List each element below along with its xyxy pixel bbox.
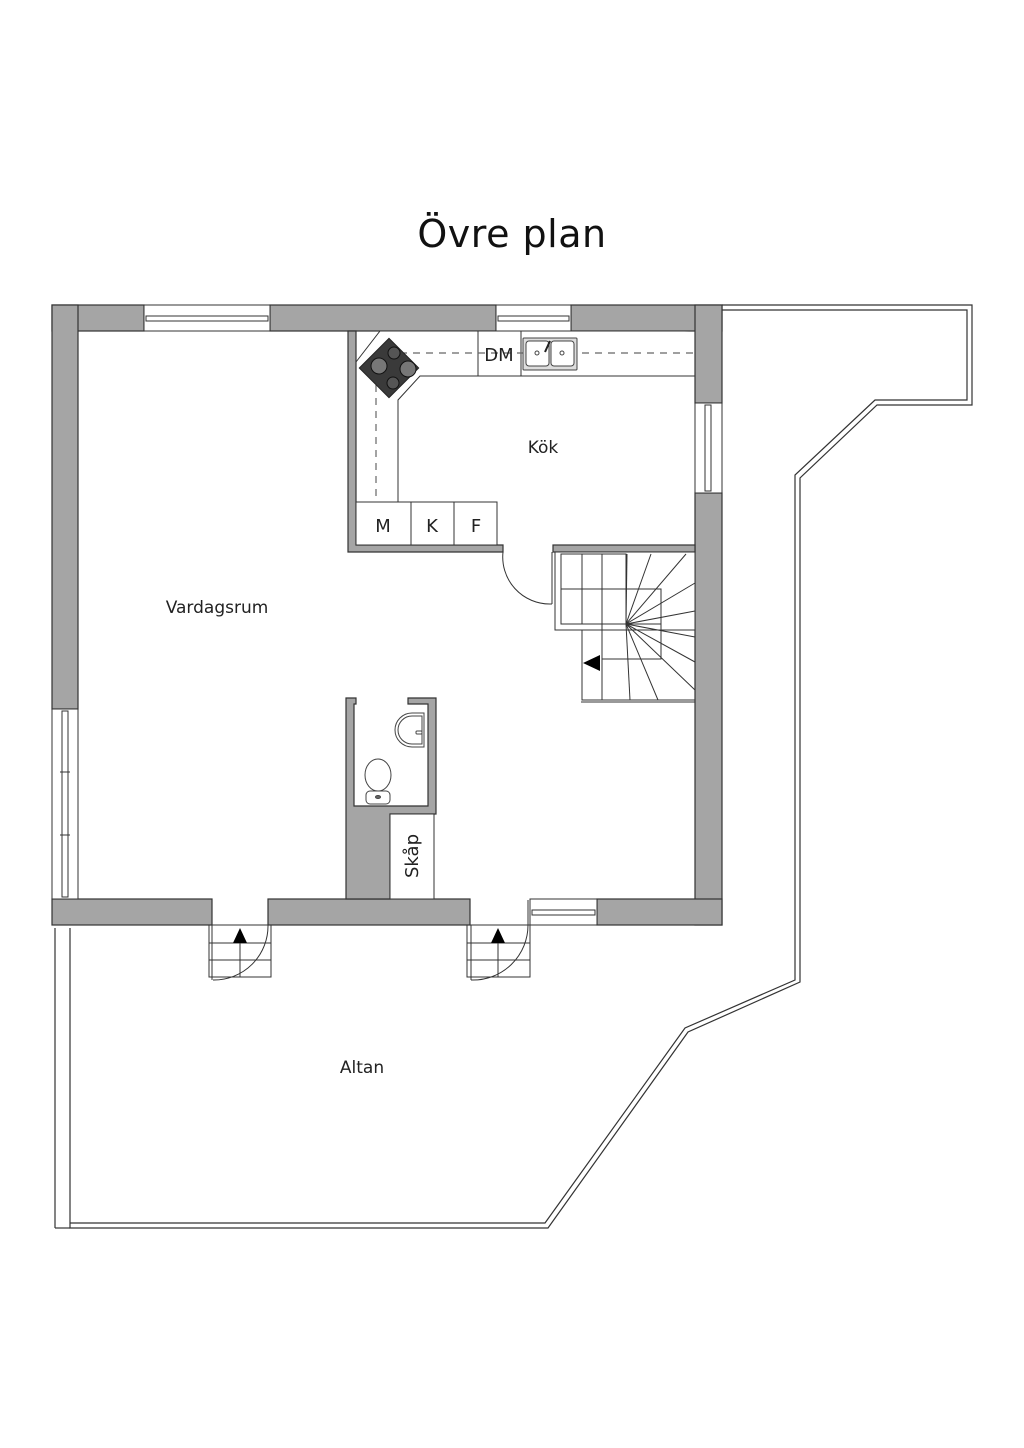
fixture-label-dishwasher: DM [484, 345, 513, 366]
entrance-steps-right [466, 900, 531, 981]
fixture-label-closet: Skåp [402, 834, 423, 878]
washbasin-icon [394, 712, 425, 748]
entrance-steps-left [208, 924, 272, 981]
toilet-icon [364, 758, 392, 805]
walls [51, 304, 723, 926]
window-icon [143, 304, 271, 332]
page-title: Övre plan [417, 212, 607, 256]
fixture-label-microwave: M [375, 516, 391, 537]
window-icon [51, 708, 79, 900]
double-sink-icon [522, 337, 578, 371]
stair-direction-arrow-icon [233, 928, 247, 943]
closet [389, 813, 435, 900]
fixture-label-freezer: F [471, 516, 481, 537]
fixture-label-fridge: K [426, 516, 439, 537]
window-icon [694, 402, 723, 494]
stair-direction-arrow-icon [583, 655, 600, 671]
room-label-kitchen: Kök [528, 438, 559, 458]
window-icon [529, 898, 598, 926]
stove-icon [358, 337, 420, 399]
staircase-icon [554, 551, 696, 703]
door-swing-icon [212, 924, 269, 981]
appliances [355, 501, 498, 546]
room-label-deck: Altan [340, 1058, 384, 1078]
door-swing-icon [502, 551, 553, 605]
room-label-living-room: Vardagsrum [166, 598, 269, 618]
door-swing-icon [470, 900, 529, 981]
stair-direction-arrow-icon [491, 928, 505, 943]
window-icon [495, 304, 572, 332]
deck-outline [54, 304, 973, 1229]
